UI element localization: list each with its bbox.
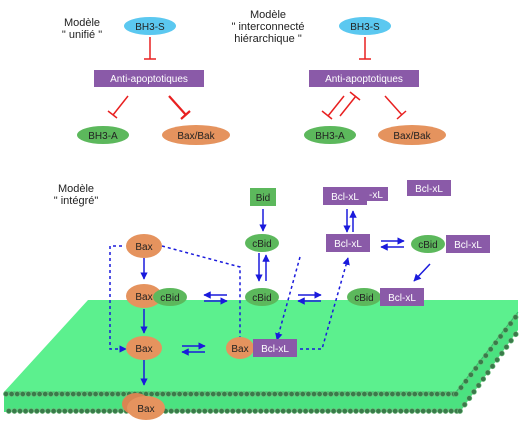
cbid-bclxl-membrane-bclxl-label: Bcl-xL: [388, 293, 416, 304]
bax-membrane-node: [126, 336, 162, 360]
hier-baxbak-node: [378, 125, 446, 145]
hierarchical-model: Modèle " interconnecté hiérarchique " BH…: [231, 9, 446, 145]
unified-anti-apoptotic-node: [94, 70, 204, 87]
bax-membrane-label: Bax: [135, 344, 152, 355]
hier-bh3s-node: [339, 17, 391, 35]
hier-bh3a-label: BH3-A: [315, 131, 345, 142]
bcl-xl-cytosol-label: Bcl-xL: [334, 239, 362, 250]
bax-cbid-bax-label: Bax: [135, 292, 152, 303]
bcl-xl-free-node: [407, 180, 451, 196]
bax-oligomer-label: Bax: [137, 404, 154, 415]
bax-cbid-cbid: [153, 288, 187, 306]
hier-baxbak-label: Bax/Bak: [393, 131, 431, 142]
integrated-model: Modèle " intégré": [54, 180, 490, 420]
bax-bclxl-bax: [226, 337, 254, 359]
cbid-cytosol-node: [245, 234, 279, 252]
bid-label: Bid: [256, 193, 270, 204]
hier-title-line2: " interconnecté: [231, 21, 304, 33]
cbid-bclxl-membrane-cbid-label: cBid: [354, 293, 373, 304]
integrated-title-line2: " intégré": [54, 195, 99, 207]
integrated-title-line1: Modèle: [58, 183, 94, 195]
bid-node: [250, 188, 276, 206]
unified-anti-apoptotic-label: Anti-apoptotiques: [110, 74, 188, 85]
bax-oligomer-front: [127, 396, 165, 420]
unified-bh3a-label: BH3-A: [88, 131, 118, 142]
bax-cytosol-label: Bax: [135, 242, 152, 253]
unified-bh3a-node: [77, 126, 129, 144]
bax-bclxl-bclxl-label: Bcl-xL: [261, 344, 289, 355]
unified-baxbak-node: [162, 125, 230, 145]
unified-title-line1: Modèle: [64, 17, 100, 29]
bcl-xl-stack-front: [364, 187, 388, 201]
cbid-bclxl-membrane-cbid: [347, 288, 381, 306]
hier-title-line1: Modèle: [250, 9, 286, 21]
bax-cytosol-node: [126, 234, 162, 258]
unified-bh3s-label: BH3-S: [135, 22, 165, 33]
bax-cbid-bax: [126, 284, 162, 308]
hier-bh3a-node: [304, 126, 356, 144]
hier-title-line3: hiérarchique ": [234, 33, 302, 45]
dashed-connectors: [109, 245, 350, 353]
cbid-membrane-label: cBid: [252, 293, 271, 304]
unified-bh3s-node: [124, 17, 176, 35]
unified-baxbak-label: Bax/Bak: [177, 131, 215, 142]
cbid-membrane-node: [245, 288, 279, 306]
solid-arrows: [140, 209, 431, 386]
bcl-xl-stack-front-label: -xL: [369, 190, 383, 201]
cbid-bclxl-cytosol-cbid: [411, 235, 445, 253]
bcl-xl-stack-back-label: Bcl-xL: [331, 192, 359, 203]
bax-bclxl-bclxl: [253, 339, 297, 357]
cbid-bclxl-cytosol-bclxl-label: Bcl-xL: [454, 240, 482, 251]
hier-anti-apoptotic-label: Anti-apoptotiques: [325, 74, 403, 85]
cbid-cytosol-label: cBid: [252, 239, 271, 250]
unified-model: Modèle " unifié " BH3-S Anti-apoptotique…: [62, 17, 230, 145]
bcl-xl-free-label: Bcl-xL: [415, 184, 443, 195]
hier-anti-apoptotic-node: [309, 70, 419, 87]
hier-bh3s-label: BH3-S: [350, 22, 380, 33]
bax-cbid-cbid-label: cBid: [160, 293, 179, 304]
cbid-bclxl-cytosol-cbid-label: cBid: [418, 240, 437, 251]
bcl-xl-cytosol-node: [326, 234, 370, 252]
unified-title-line2: " unifié ": [62, 29, 102, 41]
cbid-bclxl-cytosol-bclxl: [446, 235, 490, 253]
bcl-xl-stack-back: [323, 187, 367, 205]
cbid-bclxl-membrane-bclxl: [380, 288, 424, 306]
bax-bclxl-bax-label: Bax: [231, 344, 248, 355]
